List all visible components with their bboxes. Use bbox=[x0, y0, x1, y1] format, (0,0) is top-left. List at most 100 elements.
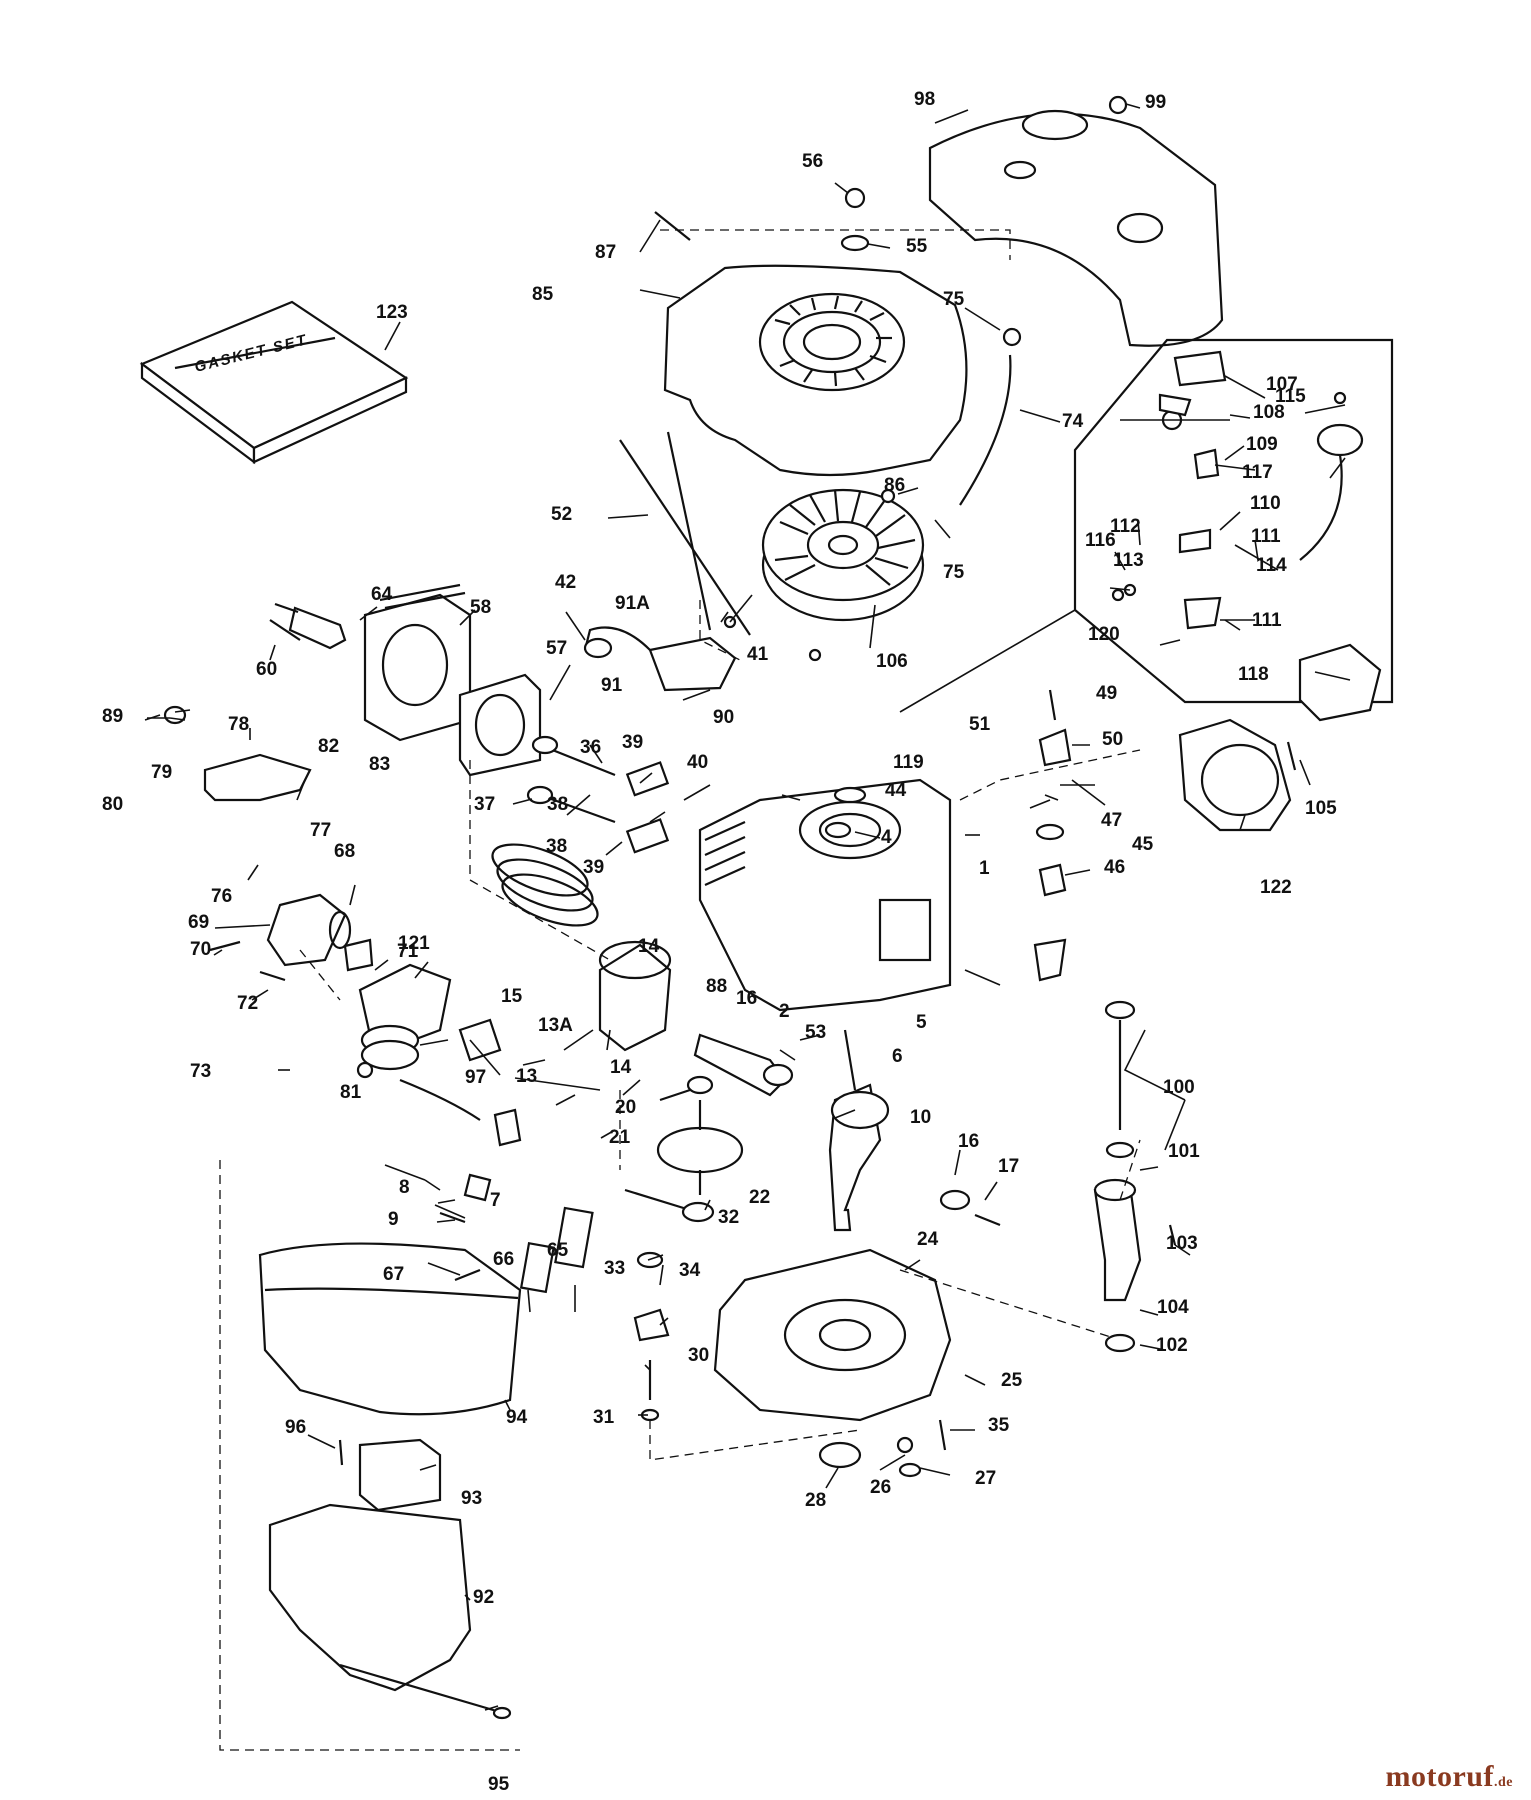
cylinder-head bbox=[363, 583, 472, 742]
part-label-57: 57 bbox=[546, 638, 567, 659]
part-label-98: 98 bbox=[914, 89, 935, 110]
part-label-69: 69 bbox=[188, 912, 209, 933]
piston-rings bbox=[491, 843, 599, 927]
part-label-76: 76 bbox=[211, 886, 232, 907]
part-label-60: 60 bbox=[256, 659, 277, 680]
part-label-6: 6 bbox=[892, 1046, 903, 1067]
part-label-102: 102 bbox=[1156, 1335, 1188, 1356]
part-label-22: 22 bbox=[749, 1187, 770, 1208]
ignition-module bbox=[583, 626, 737, 692]
part-label-45: 45 bbox=[1132, 834, 1154, 855]
part-label-83: 83 bbox=[369, 754, 390, 775]
part-label-27: 27 bbox=[975, 1468, 996, 1489]
part-label-49: 49 bbox=[1096, 683, 1117, 704]
part-label-81: 81 bbox=[340, 1082, 362, 1103]
part-label-8: 8 bbox=[399, 1177, 410, 1198]
part-label-24: 24 bbox=[917, 1229, 939, 1250]
part-label-28: 28 bbox=[805, 1490, 826, 1511]
crankshaft bbox=[828, 1029, 890, 1232]
part-label-26: 26 bbox=[870, 1477, 891, 1498]
part-label-91a: 91A bbox=[615, 593, 650, 614]
muffler bbox=[266, 893, 352, 967]
part-label-110: 110 bbox=[1250, 493, 1281, 514]
part-label-88: 88 bbox=[706, 976, 727, 997]
part-label-34: 34 bbox=[679, 1260, 701, 1281]
piston bbox=[598, 940, 672, 1052]
part-label-80: 80 bbox=[102, 794, 123, 815]
part-label-31: 31 bbox=[593, 1407, 615, 1428]
part-label-58: 58 bbox=[470, 597, 491, 618]
part-label-36: 36 bbox=[580, 737, 601, 758]
part-label-120: 120 bbox=[1088, 624, 1120, 645]
part-label-10: 10 bbox=[910, 1107, 931, 1128]
part-label-39: 39 bbox=[622, 732, 643, 753]
part-label-30: 30 bbox=[688, 1345, 709, 1366]
part-label-15: 15 bbox=[501, 986, 523, 1007]
part-label-56: 56 bbox=[802, 151, 823, 172]
part-label-38: 38 bbox=[546, 836, 567, 857]
part-label-64: 64 bbox=[371, 584, 393, 605]
part-label-97: 97 bbox=[465, 1067, 486, 1088]
part-label-100: 100 bbox=[1163, 1077, 1195, 1098]
part-label-5: 5 bbox=[916, 1012, 927, 1033]
cylinder-block bbox=[698, 778, 952, 1012]
recoil-starter bbox=[1178, 718, 1292, 832]
part-label-46: 46 bbox=[1104, 857, 1125, 878]
part-label-87: 87 bbox=[595, 242, 616, 263]
part-label-16: 16 bbox=[736, 988, 757, 1009]
part-label-71: 71 bbox=[397, 941, 419, 962]
part-label-17: 17 bbox=[998, 1156, 1019, 1177]
part-label-111: 111 bbox=[1252, 610, 1282, 631]
watermark-main: motoruf bbox=[1385, 1760, 1494, 1793]
part-label-65: 65 bbox=[547, 1240, 569, 1261]
part-label-44: 44 bbox=[885, 780, 907, 801]
watermark: motoruf.de bbox=[1386, 1760, 1513, 1794]
part-label-107: 107 bbox=[1266, 374, 1298, 395]
part-label-52: 52 bbox=[551, 504, 572, 525]
fuel-tank bbox=[928, 109, 1224, 347]
dipstick bbox=[1104, 1000, 1136, 1130]
part-label-21: 21 bbox=[609, 1127, 631, 1148]
part-label-112: 112 bbox=[1110, 516, 1141, 537]
part-label-89: 89 bbox=[102, 706, 123, 727]
part-label-103: 103 bbox=[1166, 1233, 1198, 1254]
part-label-94: 94 bbox=[506, 1407, 528, 1428]
part-label-105: 105 bbox=[1305, 798, 1337, 819]
part-label-111: 111 bbox=[1251, 526, 1281, 547]
control-bracket bbox=[203, 753, 312, 802]
part-label-68: 68 bbox=[334, 841, 355, 862]
oil-fill-tube bbox=[1093, 1178, 1142, 1302]
part-label-47: 47 bbox=[1101, 810, 1122, 831]
part-label-79: 79 bbox=[151, 762, 172, 783]
part-label-96: 96 bbox=[285, 1417, 306, 1438]
part-label-74: 74 bbox=[1062, 411, 1084, 432]
part-label-90: 90 bbox=[713, 707, 734, 728]
part-label-82: 82 bbox=[318, 736, 339, 757]
part-label-53: 53 bbox=[805, 1022, 826, 1043]
small-hardware bbox=[163, 95, 1364, 1720]
blower-housing bbox=[663, 264, 968, 477]
part-label-1: 1 bbox=[979, 858, 990, 879]
part-label-16: 16 bbox=[958, 1131, 979, 1152]
connecting-rod bbox=[693, 1033, 794, 1097]
part-label-123: 123 bbox=[376, 302, 408, 323]
part-label-77: 77 bbox=[310, 820, 331, 841]
part-label-55: 55 bbox=[906, 236, 928, 257]
part-label-92: 92 bbox=[473, 1587, 494, 1608]
part-label-119: 119 bbox=[893, 752, 924, 773]
part-label-20: 20 bbox=[615, 1097, 636, 1118]
part-label-13a: 13A bbox=[538, 1015, 573, 1036]
part-label-122: 122 bbox=[1260, 877, 1292, 898]
part-label-106: 106 bbox=[876, 651, 908, 672]
part-label-32: 32 bbox=[718, 1207, 739, 1228]
part-label-116: 116 bbox=[1085, 530, 1116, 551]
part-label-66: 66 bbox=[493, 1249, 514, 1270]
part-label-109: 109 bbox=[1246, 434, 1278, 455]
part-label-7: 7 bbox=[490, 1190, 501, 1211]
part-label-25: 25 bbox=[1001, 1370, 1023, 1391]
part-label-41: 41 bbox=[747, 644, 769, 665]
part-label-101: 101 bbox=[1168, 1141, 1200, 1162]
part-label-38: 38 bbox=[547, 794, 568, 815]
part-label-93: 93 bbox=[461, 1488, 482, 1509]
